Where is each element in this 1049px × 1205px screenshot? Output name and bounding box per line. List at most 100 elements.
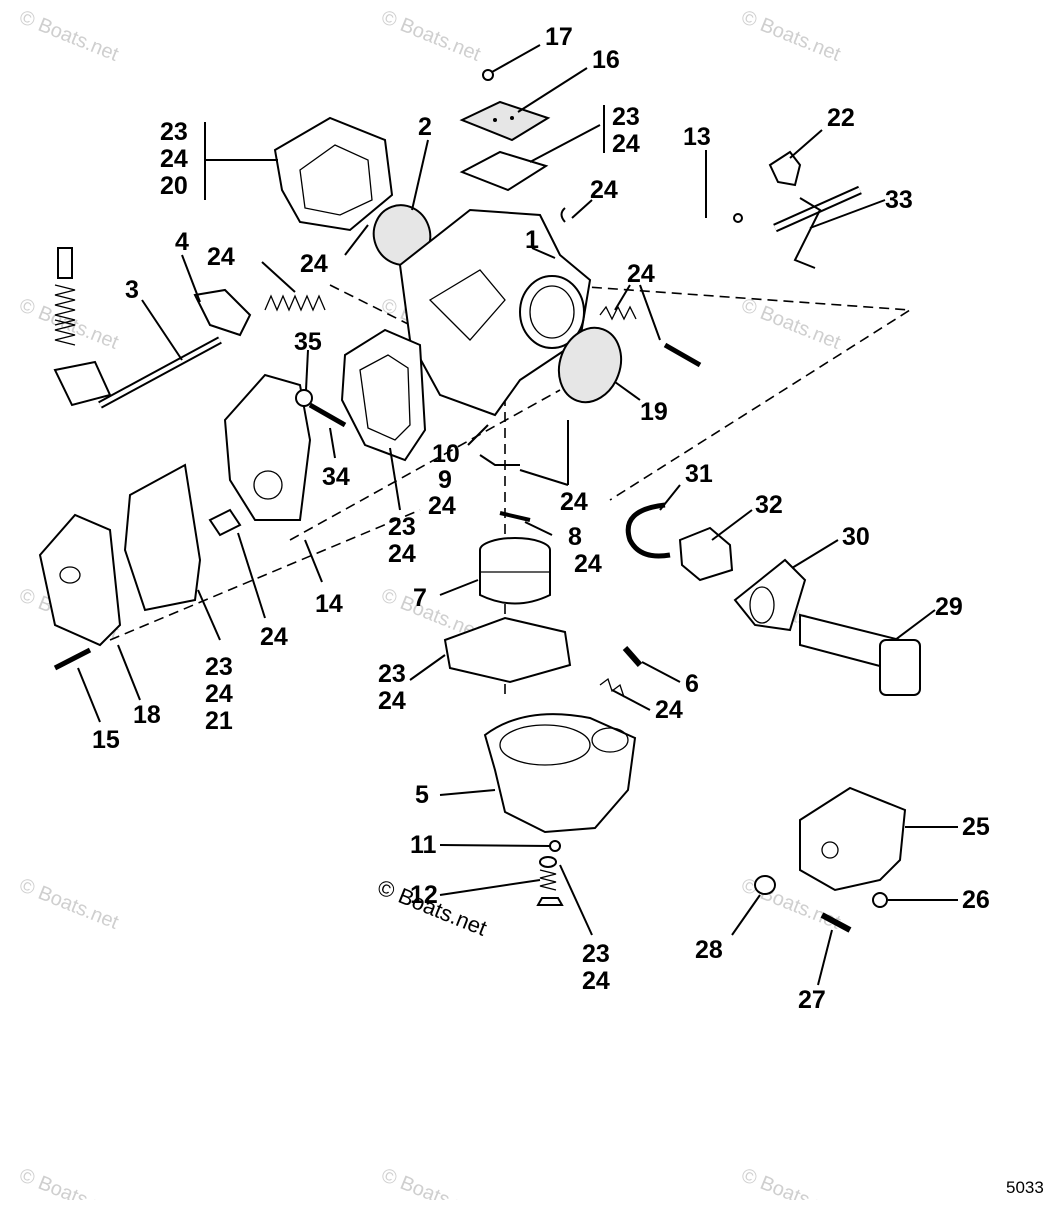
label-19: 19: [640, 398, 668, 426]
throttle-arm-3: [53, 336, 222, 409]
label-24: 24: [205, 680, 233, 708]
label-24: 24: [655, 696, 683, 724]
drain-screw-11: [549, 840, 561, 852]
label-24: 24: [560, 488, 588, 516]
label-24: 24: [627, 260, 655, 288]
label-23: 23: [160, 118, 188, 146]
carburetor-body-1: [398, 208, 592, 417]
watermark: © Boats.net: [738, 294, 844, 354]
fuel-pump-14: [223, 373, 312, 521]
screw-15: [53, 647, 92, 671]
label-24: 24: [300, 250, 328, 278]
watermark-group: © Boats.net © Boats.net © Boats.net © Bo…: [16, 6, 844, 1205]
pump-cover-18: [38, 513, 122, 647]
figure-code: 5033: [1006, 1178, 1044, 1197]
label-22: 22: [827, 104, 855, 132]
gasket-21: [123, 463, 202, 612]
linkage-33: [793, 197, 822, 269]
drain-plug-12: [536, 856, 564, 906]
knob-26: [872, 892, 888, 908]
label-24: 24: [378, 687, 406, 715]
float-bowl-5: [483, 713, 637, 834]
screw-27: [820, 912, 852, 933]
pin-24-top: [560, 207, 566, 223]
sleeve-32: [678, 526, 734, 582]
label-24: 24: [160, 145, 188, 173]
label-6: 6: [685, 670, 699, 698]
watermark: © Boats.net: [378, 6, 484, 66]
label-11: 11: [410, 831, 437, 859]
watermark: © Boats.net: [738, 6, 844, 66]
label-23: 23: [582, 940, 610, 968]
label-7: 7: [413, 584, 427, 612]
spring-screw-right: [599, 305, 702, 368]
gasket-20: [273, 116, 394, 232]
label-8: 8: [568, 523, 582, 551]
clip-31: [625, 502, 671, 559]
label-16: 16: [592, 46, 620, 74]
float-arm-10: [479, 454, 520, 466]
watermark: © Boats.net: [16, 874, 122, 934]
label-24: 24: [582, 967, 610, 995]
housing-25: [799, 786, 907, 892]
label-9: 9: [438, 466, 452, 494]
label-23: 23: [612, 103, 640, 131]
lever-4: [193, 288, 252, 337]
label-24: 24: [574, 550, 602, 578]
watermark: © Boats.net: [16, 1164, 122, 1200]
label-3: 3: [125, 276, 139, 304]
label-23: 23: [378, 660, 406, 688]
bowl-gasket: [443, 616, 572, 684]
label-24: 24: [388, 540, 416, 568]
label-31: 31: [685, 460, 713, 488]
pin-8: [499, 511, 531, 522]
label-24: 24: [260, 623, 288, 651]
spring-left: [264, 294, 326, 312]
float-7: [479, 537, 551, 605]
label-10: 10: [432, 440, 460, 468]
screw-6: [599, 646, 643, 698]
screw-34: [308, 402, 347, 428]
label-28: 28: [695, 936, 723, 964]
label-1: 1: [525, 226, 539, 254]
gasket-body: [340, 328, 427, 462]
nut-35: [295, 389, 313, 407]
lever-22: [768, 150, 802, 187]
watermark: © Boats.net: [378, 1164, 484, 1200]
label-5: 5: [415, 781, 429, 809]
label-15: 15: [92, 726, 120, 754]
label-4: 4: [175, 228, 189, 256]
label-23: 23: [388, 513, 416, 541]
label-24: 24: [612, 130, 640, 158]
screw-17: [482, 69, 494, 81]
idle-screw-spring: [54, 247, 76, 346]
bushing-28: [754, 875, 776, 895]
cone-30: [733, 558, 807, 632]
label-12: 12: [410, 881, 438, 909]
label-32: 32: [755, 491, 783, 519]
leader-lines: [77, 44, 958, 986]
disc-19: [557, 326, 623, 404]
label-18: 18: [133, 701, 161, 729]
label-21: 21: [205, 707, 233, 735]
label-35: 35: [294, 328, 322, 356]
label-29: 29: [935, 593, 963, 621]
throttle-shaft-13: [733, 185, 862, 233]
label-30: 30: [842, 523, 870, 551]
plunger-29: [799, 613, 921, 696]
label-2: 2: [418, 113, 432, 141]
label-24: 24: [207, 243, 235, 271]
label-23: 23: [205, 653, 233, 681]
gasket-23-24-top: [459, 150, 549, 192]
label-27: 27: [798, 986, 826, 1014]
label-34: 34: [322, 463, 350, 491]
cover-plate-16: [459, 100, 551, 142]
label-25: 25: [962, 813, 990, 841]
label-26: 26: [962, 886, 990, 914]
watermark: © Boats.net: [738, 1164, 844, 1200]
watermark: © Boats.net: [16, 6, 122, 66]
check-valve-24: [208, 508, 242, 537]
label-24: 24: [590, 176, 618, 204]
